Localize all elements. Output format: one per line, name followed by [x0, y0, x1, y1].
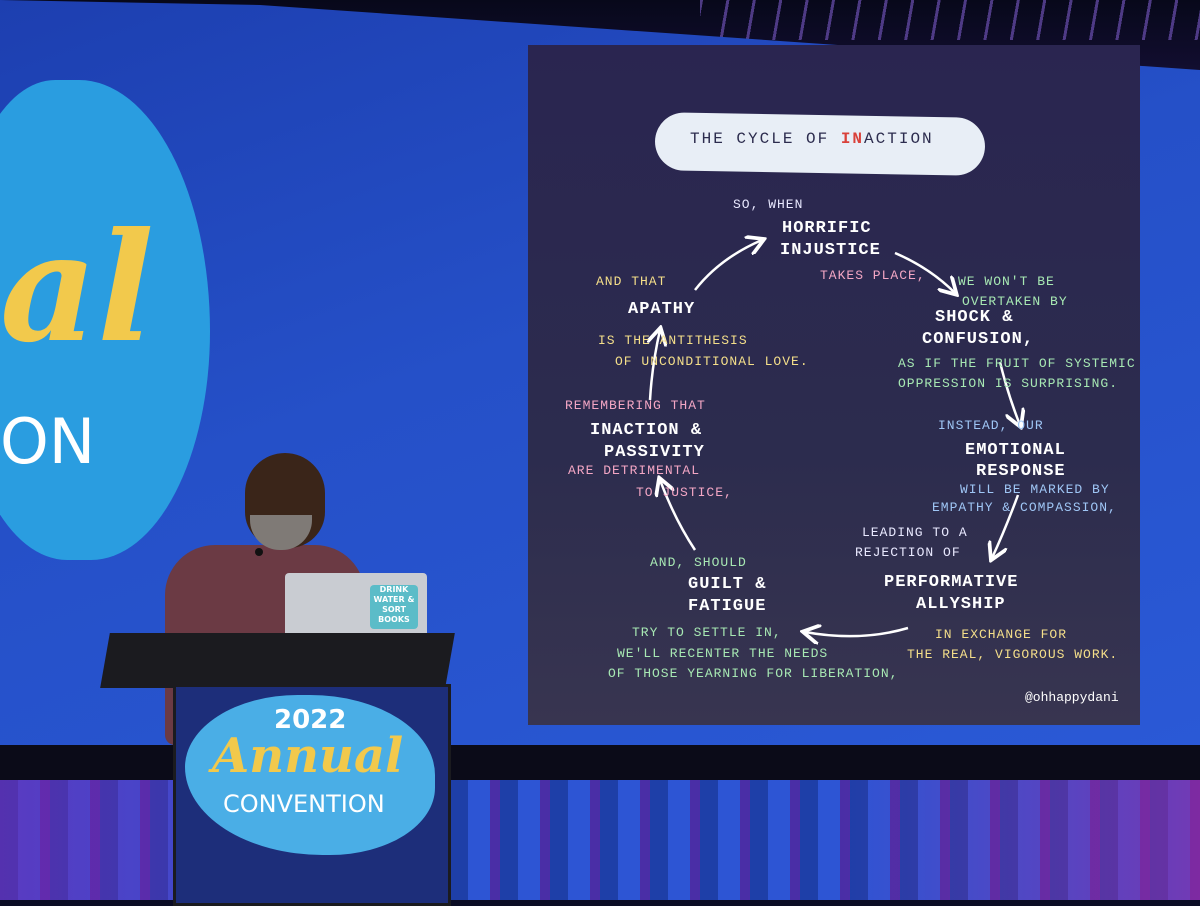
label-perf-pre-2: REJECTION OF: [855, 545, 961, 560]
lectern-convention: CONVENTION: [223, 790, 385, 818]
label-guilt-2: FATIGUE: [688, 597, 767, 616]
lectern-annual: Annual: [212, 728, 404, 784]
arrow-perf-to-guilt: [805, 628, 909, 636]
slide-title-prefix: THE CYCLE OF: [690, 130, 830, 148]
slide-title-suffix: ACTION: [864, 130, 934, 148]
label-shock-pre-2: OVERTAKEN BY: [962, 294, 1068, 309]
banner-brush-shape: [0, 80, 210, 560]
label-apathy-post-1: IS THE ANTITHESIS: [598, 333, 748, 348]
label-guilt-1: GUILT &: [688, 575, 767, 594]
arrow-horrific-to-shock: [894, 251, 955, 293]
label-apathy-1: APATHY: [628, 300, 696, 319]
lectern-year: 2022: [274, 705, 347, 735]
slide-title-strike: IN: [840, 130, 865, 148]
label-perf-2: ALLYSHIP: [916, 595, 1006, 614]
label-shock-1: SHOCK &: [935, 308, 1014, 327]
banner-partial-word-2: ON: [0, 405, 96, 478]
label-guilt-post-2: WE'LL RECENTER THE NEEDS: [617, 646, 829, 661]
label-guilt-post-3: OF THOSE YEARNING FOR LIBERATION,: [608, 666, 899, 681]
arrow-apathy-to-horrific: [694, 240, 762, 291]
banner-partial-word: al: [0, 200, 155, 376]
label-apathy-pre: AND THAT: [596, 274, 667, 289]
label-guilt-pre: AND, SHOULD: [650, 555, 747, 570]
label-horrific-2: INJUSTICE: [780, 241, 881, 260]
arrow-emotional-to-perf: [992, 494, 1020, 558]
label-shock-2: CONFUSION,: [922, 330, 1035, 349]
label-guilt-post-1: TRY TO SETTLE IN,: [632, 625, 782, 640]
label-apathy-post-2: OF UNCONDITIONAL LOVE.: [615, 354, 809, 369]
slide-title: THE CYCLE OF INACTION: [690, 130, 934, 148]
label-perf-post-2: THE REAL, VIGOROUS WORK.: [907, 647, 1119, 662]
label-horrific-1: HORRIFIC: [782, 219, 872, 238]
label-emotional-pre: INSTEAD, OUR: [938, 418, 1044, 433]
lighting-truss: [700, 0, 1200, 40]
label-inaction-post-1: ARE DETRIMENTAL: [568, 463, 701, 478]
label-shock-post-2: OPPRESSION IS SURPRISING.: [898, 376, 1119, 391]
slide-credit: @ohhappydani: [1025, 690, 1119, 705]
label-horrific-post: TAKES PLACE,: [820, 268, 926, 283]
label-inaction-2: PASSIVITY: [604, 443, 705, 462]
label-perf-1: PERFORMATIVE: [884, 573, 1019, 592]
microphone: [255, 548, 263, 556]
lectern-top: [100, 633, 455, 688]
label-emotional-post-1: WILL BE MARKED BY: [960, 482, 1110, 497]
label-inaction-pre: REMEMBERING THAT: [565, 398, 706, 413]
label-shock-pre-1: WE WON'T BE: [958, 274, 1055, 289]
label-inaction-1: INACTION &: [590, 421, 703, 440]
arrow-guilt-to-inaction: [660, 480, 697, 551]
label-shock-post-1: AS IF THE FRUIT OF SYSTEMIC: [898, 356, 1136, 371]
arrow-shock-to-emotional: [998, 361, 1020, 425]
label-inaction-post-2: TO JUSTICE,: [636, 485, 733, 500]
label-emotional-post-2: EMPATHY & COMPASSION,: [932, 500, 1117, 515]
label-emotional-1: EMOTIONAL: [965, 441, 1066, 460]
laptop-sticker: DRINK WATER & SORT BOOKS: [370, 585, 418, 629]
label-perf-pre-1: LEADING TO A: [862, 525, 968, 540]
lectern-brush-shape: [185, 695, 435, 855]
label-horrific-pre: SO, WHEN: [733, 197, 804, 212]
arrow-inaction-to-apathy: [650, 330, 660, 401]
label-emotional-2: RESPONSE: [976, 462, 1066, 481]
label-perf-post-1: IN EXCHANGE FOR: [935, 627, 1068, 642]
